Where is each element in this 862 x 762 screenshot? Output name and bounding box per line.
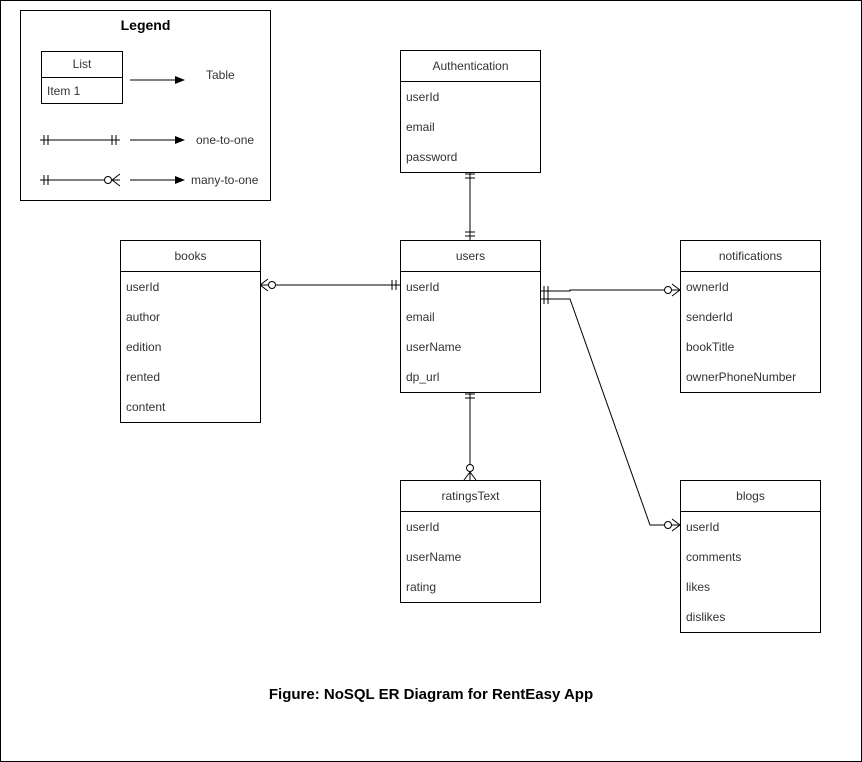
legend-many-to-one-label: many-to-one (191, 173, 259, 187)
rel-users-ratings (463, 390, 477, 481)
field-row: senderId (686, 310, 733, 324)
legend-many-to-one-symbol (40, 173, 121, 187)
field-row: ownerPhoneNumber (686, 370, 797, 384)
field-row: userName (406, 340, 462, 354)
field-row: edition (126, 340, 162, 354)
entity-title: blogs (681, 481, 820, 512)
entity-blogs: blogs userId comments likes dislikes (680, 480, 821, 633)
rel-users-blogs (540, 294, 681, 532)
legend-table-label: Table (206, 68, 235, 82)
field-row: rented (126, 370, 161, 384)
field-row: userId (126, 280, 160, 294)
field-row: userId (406, 90, 440, 104)
entity-title: notifications (681, 241, 820, 272)
legend-one-to-one-label: one-to-one (196, 133, 255, 147)
entity-authentication: Authentication userId email password (400, 50, 541, 173)
legend-sample-list: List Item 1 (41, 51, 123, 104)
field-row: author (126, 310, 161, 324)
field-row: userId (406, 520, 440, 534)
legend-one-to-one-symbol (40, 135, 120, 145)
field-row: dp_url (406, 370, 440, 384)
field-row: userId (406, 280, 440, 294)
field-row: bookTitle (686, 340, 735, 354)
field-row: content (126, 400, 166, 414)
figure-caption: Figure: NoSQL ER Diagram for RentEasy Ap… (268, 686, 594, 703)
field-row: userId (686, 520, 720, 534)
field-row: dislikes (686, 610, 726, 624)
legend-sample-list-header: List (42, 52, 122, 78)
field-row: likes (686, 580, 711, 594)
field-row: password (406, 150, 458, 164)
rel-authentication-users (465, 170, 475, 240)
entity-users: users userId email userName dp_url (400, 240, 541, 393)
entity-title: ratingsText (401, 481, 540, 512)
entity-ratings: ratingsText userId userName rating (400, 480, 541, 603)
entity-title: users (401, 241, 540, 272)
entity-title: Authentication (401, 51, 540, 82)
rel-books-users (259, 278, 400, 292)
field-row: comments (686, 550, 742, 564)
legend: Legend List Item 1 (20, 10, 271, 201)
legend-title: Legend (120, 17, 171, 33)
rel-users-notifications (540, 283, 681, 297)
legend-sample-list-item: Item 1 (47, 84, 81, 98)
entity-title: books (121, 241, 260, 272)
entity-notifications: notifications ownerId senderId bookTitle… (680, 240, 821, 393)
field-row: userName (406, 550, 462, 564)
field-row: email (406, 310, 435, 324)
field-row: email (406, 120, 435, 134)
field-row: ownerId (686, 280, 729, 294)
field-row: rating (406, 580, 437, 594)
entity-books: books userId author edition rented conte… (120, 240, 261, 423)
